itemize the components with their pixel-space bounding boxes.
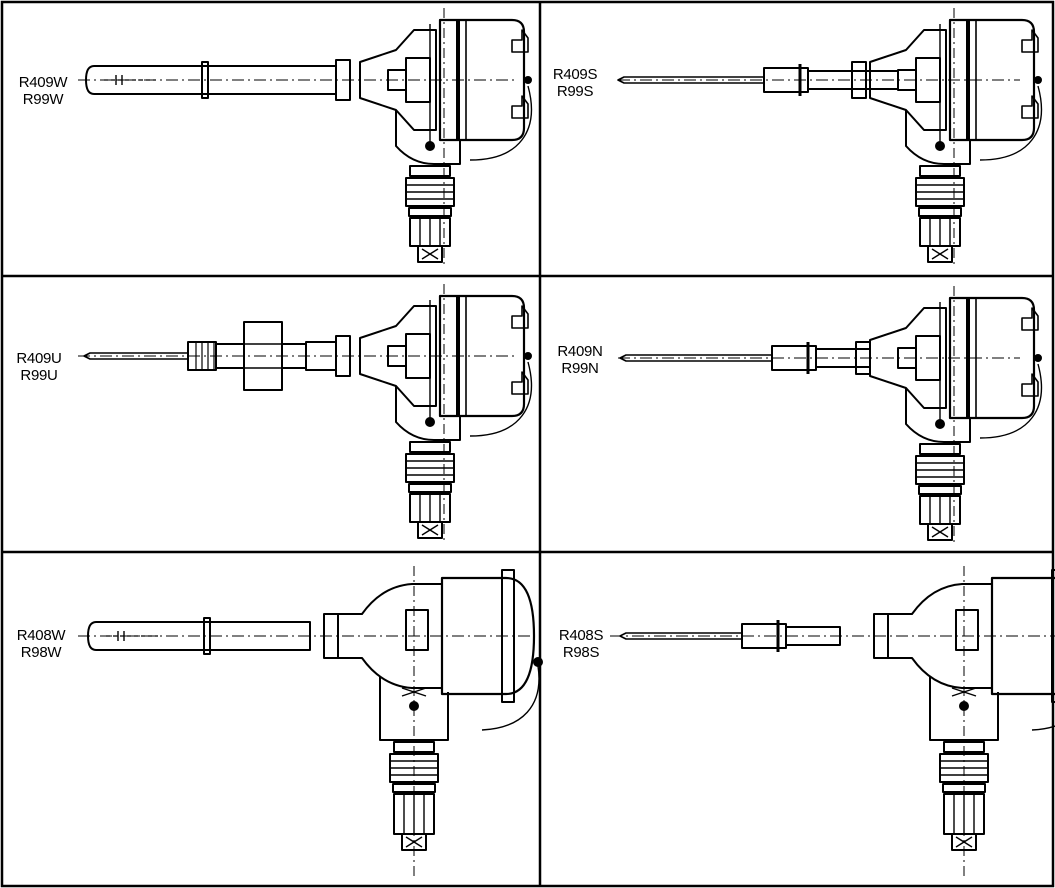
thermometer-assembly <box>78 8 533 268</box>
model-label-r409w: R409W R99W <box>14 74 72 108</box>
model-label-r408s: R408S R98S <box>552 627 610 661</box>
model-code: R409W <box>18 74 68 91</box>
model-label-r409n: R409N R99N <box>551 343 609 377</box>
model-code-alt: R99S <box>556 83 594 100</box>
terminal-head <box>323 566 543 878</box>
sensor-stem <box>619 620 841 652</box>
terminal-head <box>869 286 1043 544</box>
thermometer-assembly <box>78 284 533 544</box>
cable-gland <box>405 165 455 263</box>
thermometer-assembly <box>617 8 1043 268</box>
model-code: R409U <box>16 350 62 367</box>
thermometer-assembly <box>78 566 543 878</box>
model-label-r409s: R409S R99S <box>546 66 604 100</box>
model-code-alt: R99U <box>20 367 58 384</box>
cable-gland <box>389 741 439 851</box>
union-fitting-probe <box>83 321 337 391</box>
model-code: R408S <box>558 627 604 644</box>
terminal-head <box>869 8 1043 268</box>
cable-gland <box>915 165 965 263</box>
cable-gland <box>939 741 989 851</box>
model-code: R409N <box>557 343 603 360</box>
thermowell-probe <box>87 617 311 655</box>
thermometer-assembly <box>610 566 1055 878</box>
model-code: R409S <box>552 66 598 83</box>
terminal-head <box>359 8 533 268</box>
model-code-alt: R99N <box>561 360 599 377</box>
model-code-alt: R99W <box>22 91 64 108</box>
model-label-r408w: R408W R98W <box>12 627 70 661</box>
model-code-alt: R98S <box>562 644 600 661</box>
cable-gland <box>915 443 965 541</box>
model-code: R408W <box>16 627 66 644</box>
cable-gland <box>405 441 455 539</box>
thermowell-probe <box>85 61 337 99</box>
terminal-head <box>873 566 1055 878</box>
model-code-alt: R98W <box>20 644 62 661</box>
thermometer-assembly <box>618 286 1043 544</box>
model-label-r409u: R409U R99U <box>10 350 68 384</box>
terminal-head <box>359 284 533 544</box>
